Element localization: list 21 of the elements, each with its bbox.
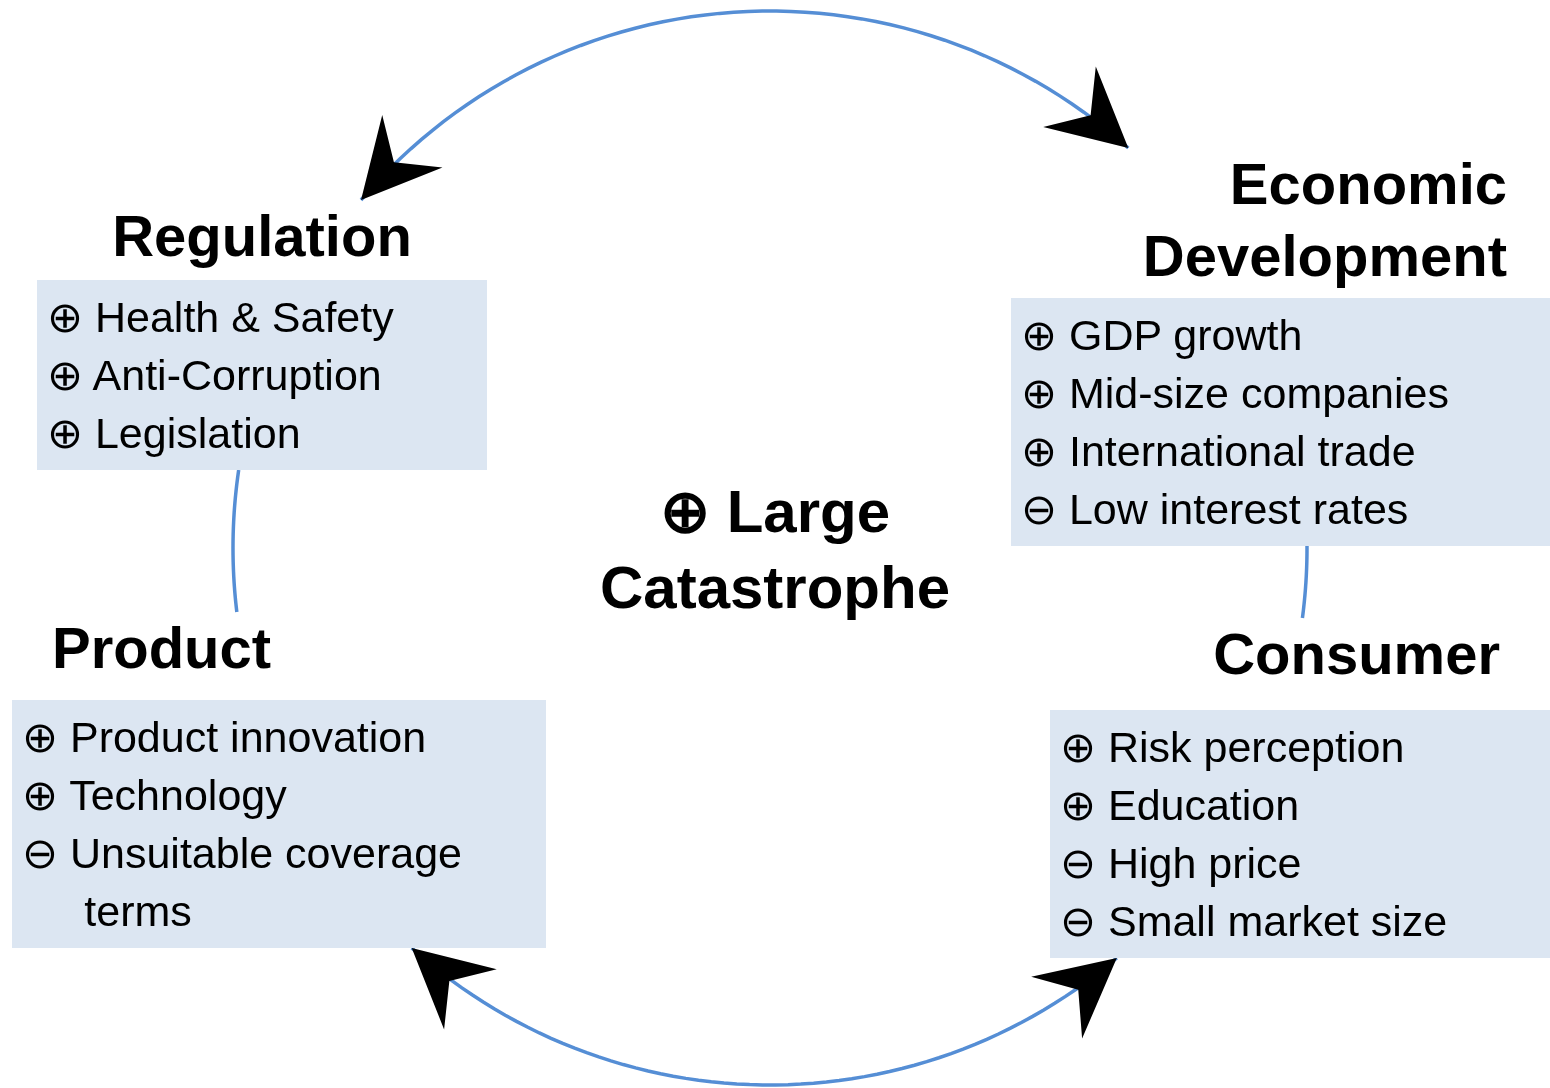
- factor-item: ⊖ High price: [1060, 838, 1303, 889]
- factor-item: ⊕ Legislation: [47, 408, 302, 459]
- group-heading: Economic Development: [1141, 150, 1508, 290]
- cycle-arrow: [359, 9, 1130, 202]
- factor-item: ⊕ International trade: [1021, 426, 1417, 477]
- group-heading: Regulation: [111, 202, 413, 270]
- factor-item: ⊖ Unsuitable coverage terms: [22, 828, 463, 937]
- factor-item: ⊕ Mid-size companies: [1021, 368, 1450, 419]
- factor-item: ⊕ Product innovation: [22, 712, 428, 763]
- group-heading: Consumer: [1212, 620, 1501, 688]
- center-label: ⊕ Large Catastrophe: [598, 477, 952, 623]
- factor-item: ⊕ Health & Safety: [47, 292, 395, 343]
- group-heading: Product: [51, 614, 273, 682]
- factor-item: ⊕ GDP growth: [1021, 310, 1304, 361]
- factor-item: ⊖ Low interest rates: [1021, 484, 1410, 535]
- cycle-arrow: [410, 946, 1118, 1087]
- factor-item: ⊕ Education: [1060, 780, 1301, 831]
- factor-item: ⊕ Anti-Corruption: [47, 350, 383, 401]
- factor-item: ⊖ Small market size: [1060, 896, 1449, 947]
- factor-item: ⊕ Technology: [22, 770, 288, 821]
- factor-item: ⊕ Risk perception: [1060, 722, 1406, 773]
